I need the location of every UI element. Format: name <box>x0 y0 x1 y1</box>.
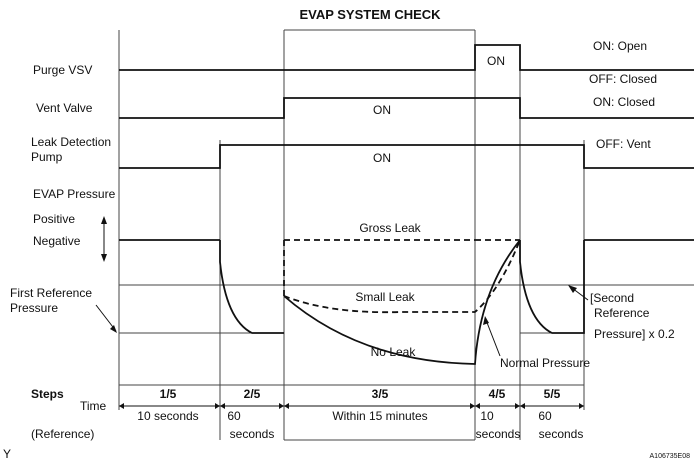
vent-valve-label: Vent Valve <box>36 101 93 115</box>
normal-pressure-pointer <box>483 316 501 357</box>
step5-pressure-drop <box>519 240 585 334</box>
step-5-label: 5/5 <box>544 387 561 401</box>
vent-on-label: ON <box>373 103 391 117</box>
diagram-title: EVAP SYSTEM CHECK <box>299 7 441 22</box>
time-row-label: Time <box>80 399 107 413</box>
corner-mark: Y <box>3 447 11 461</box>
time-step1: 10 seconds <box>137 409 198 423</box>
second-ref-pointer <box>568 285 589 301</box>
time-step2-line2: seconds <box>230 427 275 441</box>
time-step3: Within 15 minutes <box>332 409 427 423</box>
step-2-label: 2/5 <box>244 387 261 401</box>
leak-pump-label-line1: Leak Detection <box>31 135 111 149</box>
steps-row-label: Steps <box>31 387 64 401</box>
no-leak-label: No Leak <box>371 345 417 359</box>
step-4-label: 4/5 <box>489 387 506 401</box>
leak-pump-label-line2: Pump <box>31 150 63 164</box>
time-step2-line1: 60 <box>227 409 241 423</box>
gross-leak-label: Gross Leak <box>359 221 421 235</box>
purge-vsv-label: Purge VSV <box>33 63 92 77</box>
time-step4-line2: seconds <box>476 427 521 441</box>
step-3-label: 3/5 <box>372 387 389 401</box>
pump-on-label: ON <box>373 151 391 165</box>
first-ref-pointer-arrow <box>95 304 117 333</box>
first-ref-label-line2: Pressure <box>10 301 58 315</box>
leak-pump-signal <box>119 144 694 169</box>
first-ref-label-line1: First Reference <box>10 286 92 300</box>
small-leak-label: Small Leak <box>355 290 415 304</box>
vent-valve-signal <box>119 97 694 119</box>
figure-code: A106735E08 <box>650 453 691 460</box>
evap-pressure-label: EVAP Pressure <box>33 187 116 201</box>
time-step5-line1: 60 <box>538 409 552 423</box>
purge-off-state: OFF: Closed <box>589 72 657 86</box>
step-1-label: 1/5 <box>160 387 177 401</box>
negative-label: Negative <box>33 234 81 248</box>
no-leak-curve <box>283 239 521 365</box>
reference-row-label: (Reference) <box>31 427 94 441</box>
second-ref-label-line3: Pressure] x 0.2 <box>594 327 675 341</box>
small-leak-curve <box>283 239 521 314</box>
vent-off-state: OFF: Vent <box>596 137 651 151</box>
time-arrows <box>119 403 584 409</box>
normal-pressure-label: Normal Pressure <box>500 356 590 370</box>
purge-on-label: ON <box>487 54 505 68</box>
step2-pressure-drop <box>219 240 284 334</box>
positive-label: Positive <box>33 212 75 226</box>
vent-on-state: ON: Closed <box>593 95 655 109</box>
purge-vsv-signal <box>119 44 694 71</box>
purge-on-state: ON: Open <box>593 39 647 53</box>
pressure-direction-arrow <box>101 216 107 262</box>
second-ref-label-line1: [Second <box>590 291 634 305</box>
time-step4-line1: 10 <box>480 409 494 423</box>
time-step5-line2: seconds <box>539 427 584 441</box>
second-ref-label-line2: Reference <box>594 306 650 320</box>
